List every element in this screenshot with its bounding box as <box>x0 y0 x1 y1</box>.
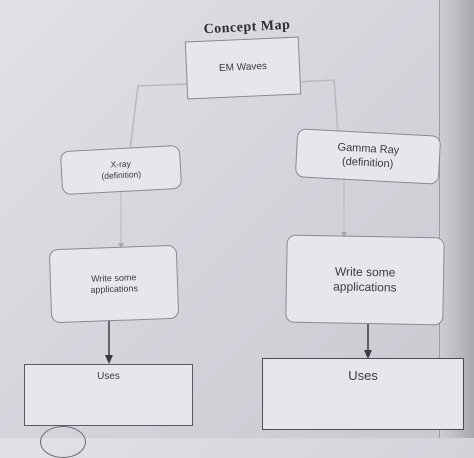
edge-root-xray <box>129 83 189 151</box>
node-app-right-line2: applications <box>333 279 397 295</box>
node-uses-left-label: Uses <box>97 371 120 382</box>
circle-mark-decoration <box>40 426 86 458</box>
node-applications-right: Write some applications <box>285 234 445 326</box>
node-app-left-line2: applications <box>90 283 139 295</box>
connector-lines <box>105 79 372 364</box>
node-gamma-ray: Gamma Ray (definition) <box>294 128 442 185</box>
arrowhead-uses-right <box>364 350 372 359</box>
node-app-right-line1: Write some <box>334 264 396 280</box>
node-applications-left: Write some applications <box>48 244 180 324</box>
node-uses-left: Uses <box>24 364 193 426</box>
node-em-waves-label: EM Waves <box>218 60 268 74</box>
node-em-waves: EM Waves <box>184 36 302 100</box>
arrowhead-uses-left <box>105 355 113 364</box>
node-xray: X-ray (definition) <box>59 144 183 196</box>
node-uses-right: Uses <box>262 358 464 430</box>
node-xray-subtitle: (definition) <box>101 168 142 182</box>
node-uses-right-label: Uses <box>348 368 378 383</box>
edge-root-gamma <box>295 79 339 135</box>
node-gamma-subtitle: (definition) <box>341 155 394 170</box>
